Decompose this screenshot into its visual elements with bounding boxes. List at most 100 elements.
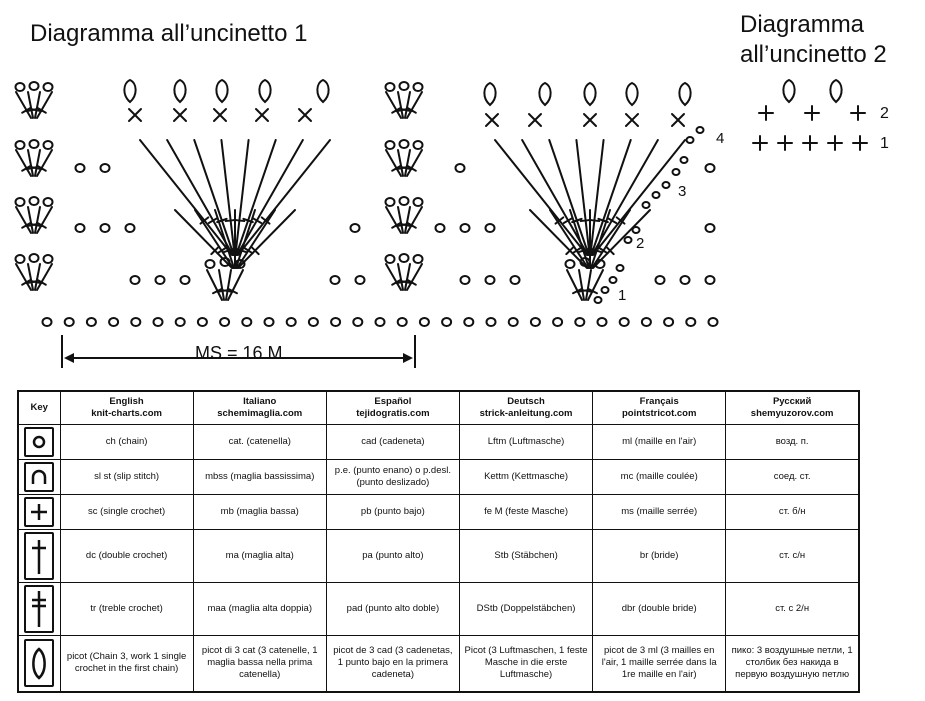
measure-arrow bbox=[61, 335, 416, 368]
chain-stitch bbox=[329, 275, 341, 285]
single-crochet-stitch bbox=[802, 135, 818, 151]
chain-stitch bbox=[241, 317, 253, 327]
key-cell bbox=[17, 424, 61, 460]
single-crochet-stitch bbox=[758, 105, 774, 121]
cell-english: dc (double crochet) bbox=[59, 529, 194, 583]
single-crochet-stitch bbox=[485, 113, 499, 127]
cell-english: picot (Chain 3, work 1 single crochet in… bbox=[59, 635, 194, 692]
double-crochet-stitch bbox=[385, 149, 402, 177]
chain-stitch bbox=[108, 317, 120, 327]
double-crochet-bar bbox=[406, 278, 417, 286]
chain-stitch bbox=[695, 126, 705, 134]
double-crochet-stitch bbox=[385, 206, 402, 234]
double-crochet-stitch bbox=[566, 269, 583, 301]
double-crochet-stitch bbox=[27, 263, 34, 291]
cell-deutsch: Stb (Stäbchen) bbox=[458, 529, 594, 583]
row-number-3: 3 bbox=[678, 183, 686, 200]
double-crochet-bar bbox=[587, 287, 598, 295]
double-crochet-stitch bbox=[36, 263, 53, 291]
chain-stitch bbox=[398, 81, 410, 91]
chain-stitch bbox=[384, 82, 396, 92]
chain-stitch bbox=[434, 223, 446, 233]
chain-stitch bbox=[615, 264, 625, 272]
column-lang: Русский bbox=[772, 396, 812, 407]
cell-espanol: p.e. (punto enano) o p.desl. (punto desl… bbox=[325, 459, 460, 495]
double-crochet-bar bbox=[221, 289, 234, 293]
double-crochet-stitch bbox=[404, 149, 411, 177]
double-crochet-bar bbox=[554, 216, 565, 225]
chain-stitch bbox=[307, 317, 319, 327]
double-crochet-bar bbox=[30, 108, 43, 113]
double-crochet-bar bbox=[400, 280, 413, 285]
cell-espanol: cad (cadeneta) bbox=[325, 424, 460, 460]
cell-deutsch: DStb (Doppelstäbchen) bbox=[458, 582, 594, 636]
double-crochet-bar bbox=[406, 106, 417, 114]
cell-russian: ст. с/н bbox=[725, 529, 860, 583]
column-site: tejidogratis.com bbox=[356, 408, 430, 419]
chain-stitch bbox=[14, 197, 26, 207]
double-crochet-bar bbox=[400, 166, 413, 171]
single-crochet-symbol-icon bbox=[24, 497, 55, 527]
double-crochet-stitch bbox=[385, 263, 402, 291]
chain-stitch bbox=[85, 317, 97, 327]
legend-row-slip-stitch: sl st (slip stitch) mbss (maglia bassiss… bbox=[17, 459, 860, 495]
double-crochet-stitch bbox=[592, 209, 651, 269]
double-crochet-bar bbox=[30, 223, 43, 228]
double-crochet-bar bbox=[243, 246, 254, 255]
chain-stitch bbox=[384, 197, 396, 207]
double-crochet-stitch bbox=[397, 91, 404, 119]
crochet-diagram: MS = 16 M 1 2 3 4 1 2 bbox=[14, 78, 889, 368]
chain-stitch bbox=[654, 275, 666, 285]
cell-italiano: ma (maglia alta) bbox=[192, 529, 327, 583]
double-crochet-stitch bbox=[27, 206, 34, 234]
chain-stitch bbox=[564, 259, 576, 269]
single-crochet-stitch bbox=[213, 108, 227, 122]
chain-stitch bbox=[412, 197, 424, 207]
double-crochet-stitch bbox=[34, 91, 41, 119]
chain-stitch bbox=[459, 275, 471, 285]
diagram-1-title: Diagramma all’uncinetto 1 bbox=[30, 20, 308, 47]
chain-stitch bbox=[42, 197, 54, 207]
double-crochet-stitch bbox=[397, 149, 404, 177]
cell-italiano: mb (maglia bassa) bbox=[192, 494, 327, 530]
chain-stitch bbox=[99, 163, 111, 173]
double-crochet-bar bbox=[233, 218, 246, 223]
column-site: shemyuzorov.com bbox=[750, 408, 834, 419]
cell-francais: mc (maille coulée) bbox=[592, 459, 727, 495]
double-crochet-stitch bbox=[206, 269, 223, 301]
double-crochet-stitch bbox=[236, 139, 304, 256]
chain-stitch bbox=[398, 196, 410, 206]
double-crochet-stitch bbox=[521, 139, 589, 256]
chain-stitch bbox=[600, 286, 610, 294]
double-crochet-bar bbox=[615, 216, 626, 225]
chain-stitch bbox=[484, 223, 496, 233]
double-crochet-stitch bbox=[406, 91, 423, 119]
chain-stitch bbox=[679, 275, 691, 285]
diagram-2-title: Diagramma all’uncinetto 2 bbox=[740, 10, 920, 70]
picot-stitch bbox=[829, 78, 843, 104]
key-cell bbox=[17, 459, 61, 495]
chain-stitch bbox=[374, 317, 386, 327]
picot-stitch bbox=[678, 81, 692, 107]
chain-stitch bbox=[234, 259, 246, 269]
chain-stitch bbox=[704, 163, 716, 173]
double-crochet-stitch bbox=[193, 139, 235, 256]
cell-italiano: picot di 3 cat (3 catenelle, 1 maglia ba… bbox=[192, 635, 327, 692]
chain-stitch bbox=[152, 317, 164, 327]
single-crochet-stitch bbox=[827, 135, 843, 151]
double-crochet-stitch bbox=[404, 263, 411, 291]
cell-deutsch: Lftm (Luftmasche) bbox=[458, 424, 594, 460]
double-crochet-stitch bbox=[36, 91, 53, 119]
chain-stitch bbox=[685, 317, 697, 327]
cell-russian: ст. с 2/н bbox=[725, 582, 860, 636]
chain-stitch bbox=[552, 317, 564, 327]
double-crochet-bar bbox=[36, 164, 47, 172]
double-crochet-stitch bbox=[406, 263, 423, 291]
double-crochet-stitch bbox=[397, 263, 404, 291]
key-header: Key bbox=[17, 390, 61, 425]
single-crochet-stitch bbox=[625, 113, 639, 127]
double-crochet-bar bbox=[30, 280, 43, 285]
column-site: schemimaglia.com bbox=[217, 408, 303, 419]
